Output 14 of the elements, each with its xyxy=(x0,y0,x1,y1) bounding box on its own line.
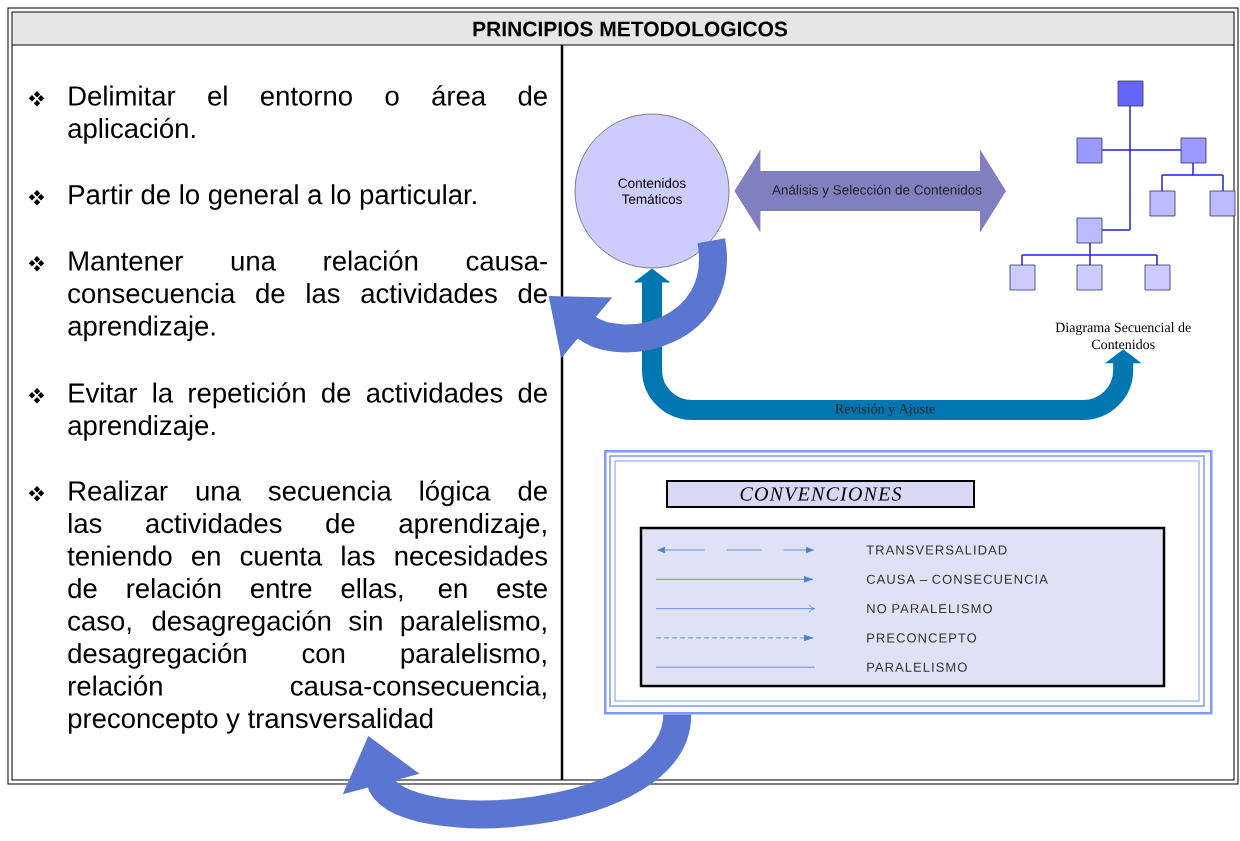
heading-box: CONVENCIONES xyxy=(666,480,975,508)
bullet-text: Evitar la repetición de actividades de aprendizaje. xyxy=(68,382,547,441)
legend-text: PRECONCEPTO xyxy=(867,633,977,643)
bullet-text: Partir de lo general a lo particular. xyxy=(69,184,476,210)
legend-text: NO PARALELISMO xyxy=(867,604,992,614)
table-header: PRINCIPIOS METODOLOGICOS xyxy=(12,12,1234,45)
legend-text: TRANSVERSALIDAD xyxy=(866,545,1007,555)
bullet-text: Realizar una secuencia lógica de las actividades de aprendizaje, teniendo en cuenta las necesidades de relación entre ellas, en este caso, desagregación sin paralelismo, desagregación con paralelismo, relación causa-consecuencia, preconcepto y transversalidad xyxy=(67,480,548,734)
legend-text: PARALELISMO xyxy=(867,662,967,672)
circle-node: Contenidos Temáticos xyxy=(574,113,730,269)
legend-text: CAUSA – CONSECUENCIA xyxy=(866,574,1048,584)
bullet-text: Mantener una relación causa-consecuencia de las actividades de aprendizaje. xyxy=(68,250,547,342)
bullet-text: Delimitar el entorno o área de aplicación. xyxy=(68,85,547,144)
node-label: Diagrama Secuencial de Contenidos xyxy=(1055,322,1191,350)
